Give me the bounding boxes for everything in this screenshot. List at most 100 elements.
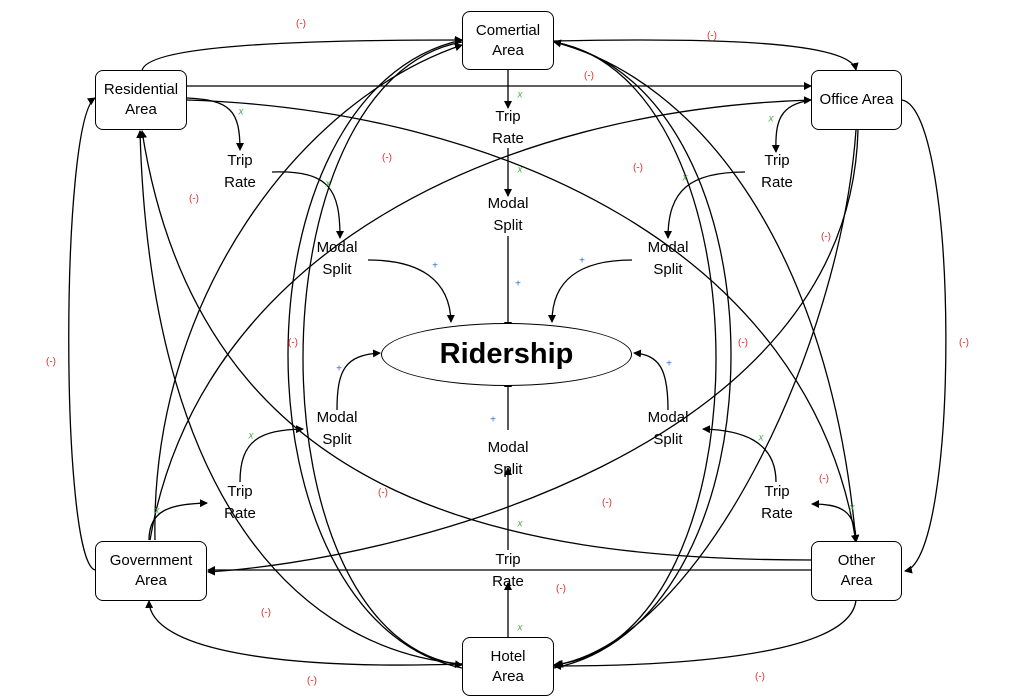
polarity-ratio: x [849,502,855,514]
link-comertial-hotel-left [302,41,463,669]
link-ms-ridership-right-bottom [633,349,669,411]
area-label: Government [109,552,193,569]
link-hotel-comertial-right [553,39,732,669]
link-other-residential [139,130,812,561]
node-label: Trip [227,152,253,169]
link-ms-ridership-right-top [548,259,633,323]
polarity-negative: (-) [556,583,566,595]
link-comertial-other [553,41,860,543]
polarity-ratio: x [517,164,523,176]
area-label: Residential [103,81,179,98]
office-area-box[interactable]: Office Area [811,70,902,130]
node-label: Split [322,261,352,278]
link-hotel-government [145,600,463,666]
polarity-ratio: x [768,113,774,125]
node-label: Modal [487,195,529,212]
polarity-negative: (-) [819,473,829,485]
node-label: Rate [761,505,793,522]
node-label: Trip [227,483,253,500]
link-government-office [149,96,812,541]
link-government-residential [68,97,96,571]
link-ms-ridership-left-top [367,259,455,323]
link-tr-ms-right-top [664,171,746,239]
polarity-negative: (-) [307,675,317,687]
polarity-ratio: x [238,106,244,118]
polarity-negative: (-) [738,337,748,349]
link-tr-ms-left-bottom [239,425,304,483]
polarity-negative: (-) [707,30,717,42]
area-label: Area [135,572,167,589]
polarity-ratio: x [682,172,688,184]
polarity-negative: (-) [296,18,306,30]
link-office-government [207,129,859,576]
node-label: Split [493,461,523,478]
area-label: Office Area [819,91,894,108]
polarity-negative: (-) [959,337,969,349]
node-label: Modal [487,439,529,456]
link-residential-triprate [186,97,244,151]
polarity-negative: (-) [755,671,765,683]
node-label: Rate [224,174,256,191]
polarity-ratio: x [517,622,523,634]
link-government-comertial [154,43,463,541]
link-other-hotel [553,599,857,670]
polarity-positive: + [579,255,585,267]
polarity-negative: (-) [821,231,831,243]
node-label: Modal [647,239,689,256]
polarity-negative: (-) [378,487,388,499]
link-ms-ridership-left-bottom [336,349,381,411]
ridership-node[interactable]: Ridership [381,323,632,386]
node-label: Trip [495,551,521,568]
polarity-ratio: x [248,430,254,442]
area-label: Other [837,552,876,569]
polarity-ratio: x [758,432,764,444]
area-label: Area [125,101,157,118]
polarity-negative: (-) [584,70,594,82]
node-label: Trip [764,152,790,169]
polarity-negative: (-) [382,152,392,164]
polarity-positive: + [336,363,342,375]
node-label: Trip [495,108,521,125]
polarity-positive: + [515,278,521,290]
area-label: Area [492,667,524,685]
node-label: Rate [761,174,793,191]
link-residential-comertial [141,36,463,72]
link-office-hotel [555,129,857,668]
link-residential-other [186,99,859,543]
node-label: Modal [316,239,358,256]
node-label: Modal [647,409,689,426]
polarity-negative: (-) [633,162,643,174]
polarity-negative: (-) [189,193,199,205]
polarity-ratio: x [154,505,160,517]
area-label: Area [840,572,873,589]
area-label: Comertial [475,21,541,39]
polarity-ratio: x [517,518,523,530]
node-label: Split [322,431,352,448]
polarity-positive: + [432,260,438,272]
node-label: Split [653,431,683,448]
node-label: Rate [492,130,524,147]
ridership-label: Ridership [439,338,574,370]
link-government-triprate [148,499,208,541]
node-label: Split [493,217,523,234]
link-comertial-office [553,39,859,71]
area-label: Area [492,41,524,59]
